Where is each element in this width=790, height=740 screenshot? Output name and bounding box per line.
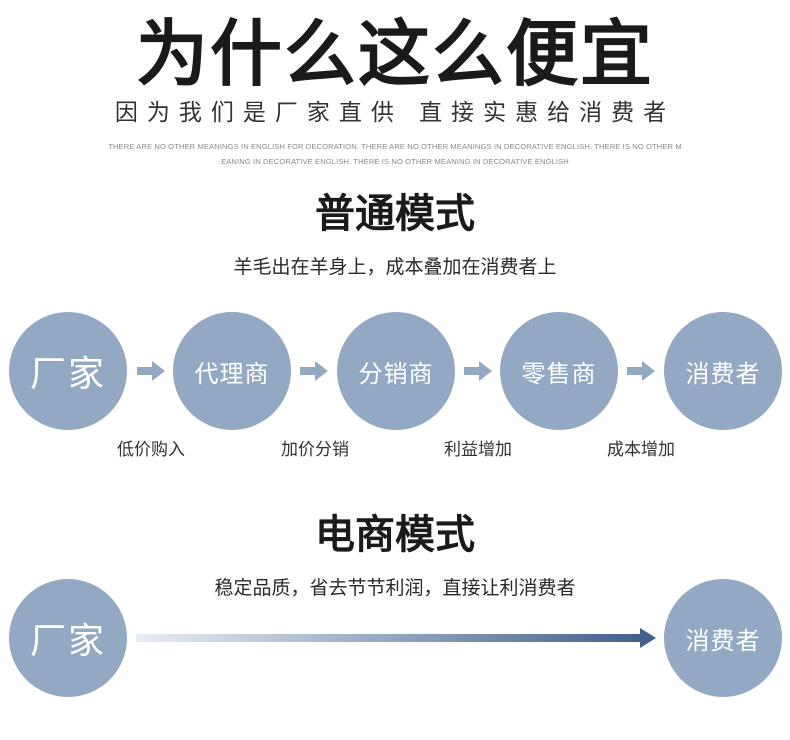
direct-arrow-icon (136, 628, 656, 648)
node-retailer: 零售商 (500, 312, 618, 430)
node-distributor: 分销商 (337, 312, 455, 430)
edge-label-markup: 加价分销 (281, 440, 349, 460)
node-agent: 代理商 (173, 312, 291, 430)
page-subtitle: 因为我们是厂家直供 直接实惠给消费者 (114, 100, 676, 126)
node-distributor-label: 分销商 (358, 359, 434, 388)
node-consumer-direct-label: 消费者 (685, 626, 761, 655)
traditional-mode-description: 羊毛出在羊身上，成本叠加在消费者上 (233, 256, 557, 278)
edge-label-profit: 利益增加 (444, 440, 512, 460)
node-retailer-label: 零售商 (521, 359, 597, 388)
ecommerce-mode-title: 电商模式 (315, 512, 475, 558)
decor-line-1: THERE ARE NO OTHER MEANINGS IN ENGLISH F… (108, 142, 682, 151)
node-factory-direct: 厂家 (9, 579, 127, 697)
node-factory: 厂家 (9, 312, 127, 430)
arrow-right-icon (300, 361, 328, 381)
decorative-english-text: THERE ARE NO OTHER MEANINGS IN ENGLISH F… (100, 139, 690, 169)
decor-line-2: EANING IN DECORATIVE ENGLISH. THERE IS N… (221, 157, 569, 166)
arrow-right-icon (137, 361, 165, 381)
node-consumer: 消费者 (664, 312, 782, 430)
arrow-right-icon (464, 361, 492, 381)
edge-label-cost: 成本增加 (607, 440, 675, 460)
node-factory-direct-label: 厂家 (29, 621, 106, 662)
page-title: 为什么这么便宜 (135, 12, 654, 96)
arrow-right-icon (627, 361, 655, 381)
node-agent-label: 代理商 (194, 359, 270, 388)
node-consumer-direct: 消费者 (664, 579, 782, 697)
node-factory-label: 厂家 (29, 354, 106, 395)
ecommerce-mode-description: 稳定品质，省去节节利润，直接让利消费者 (214, 577, 576, 599)
edge-label-buy: 低价购入 (117, 440, 185, 460)
traditional-mode-title: 普通模式 (315, 191, 475, 237)
node-consumer-label: 消费者 (685, 359, 761, 388)
